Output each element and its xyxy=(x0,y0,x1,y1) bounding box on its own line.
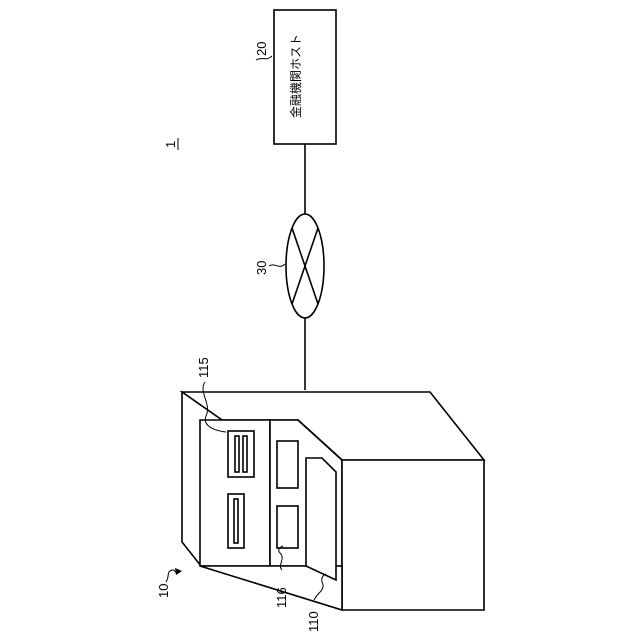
terminal xyxy=(182,392,484,610)
network-leader xyxy=(269,264,285,266)
lower-panel-ref: 116 xyxy=(274,587,289,608)
terminal-ref: 10 xyxy=(156,584,171,598)
card-slot-unit-a xyxy=(228,431,254,477)
network-ref: 30 xyxy=(254,261,269,275)
terminal-base-front xyxy=(342,460,484,610)
host-box xyxy=(274,10,336,144)
terminal-arrowhead xyxy=(175,568,182,575)
touch-display xyxy=(306,458,336,580)
host-label: 金融機関ホスト xyxy=(288,34,303,118)
touch-display-ref: 110 xyxy=(306,611,321,632)
card-slot-a2 xyxy=(243,436,247,472)
card-slot-b1 xyxy=(234,499,238,543)
system-ref: 1 xyxy=(163,141,178,148)
host-ref: 20 xyxy=(254,42,269,56)
card-slot-a1 xyxy=(235,436,239,472)
panel-window-upper xyxy=(277,441,298,488)
card-slot-panel-ref: 115 xyxy=(196,357,211,378)
panel-window-lower xyxy=(277,506,298,548)
